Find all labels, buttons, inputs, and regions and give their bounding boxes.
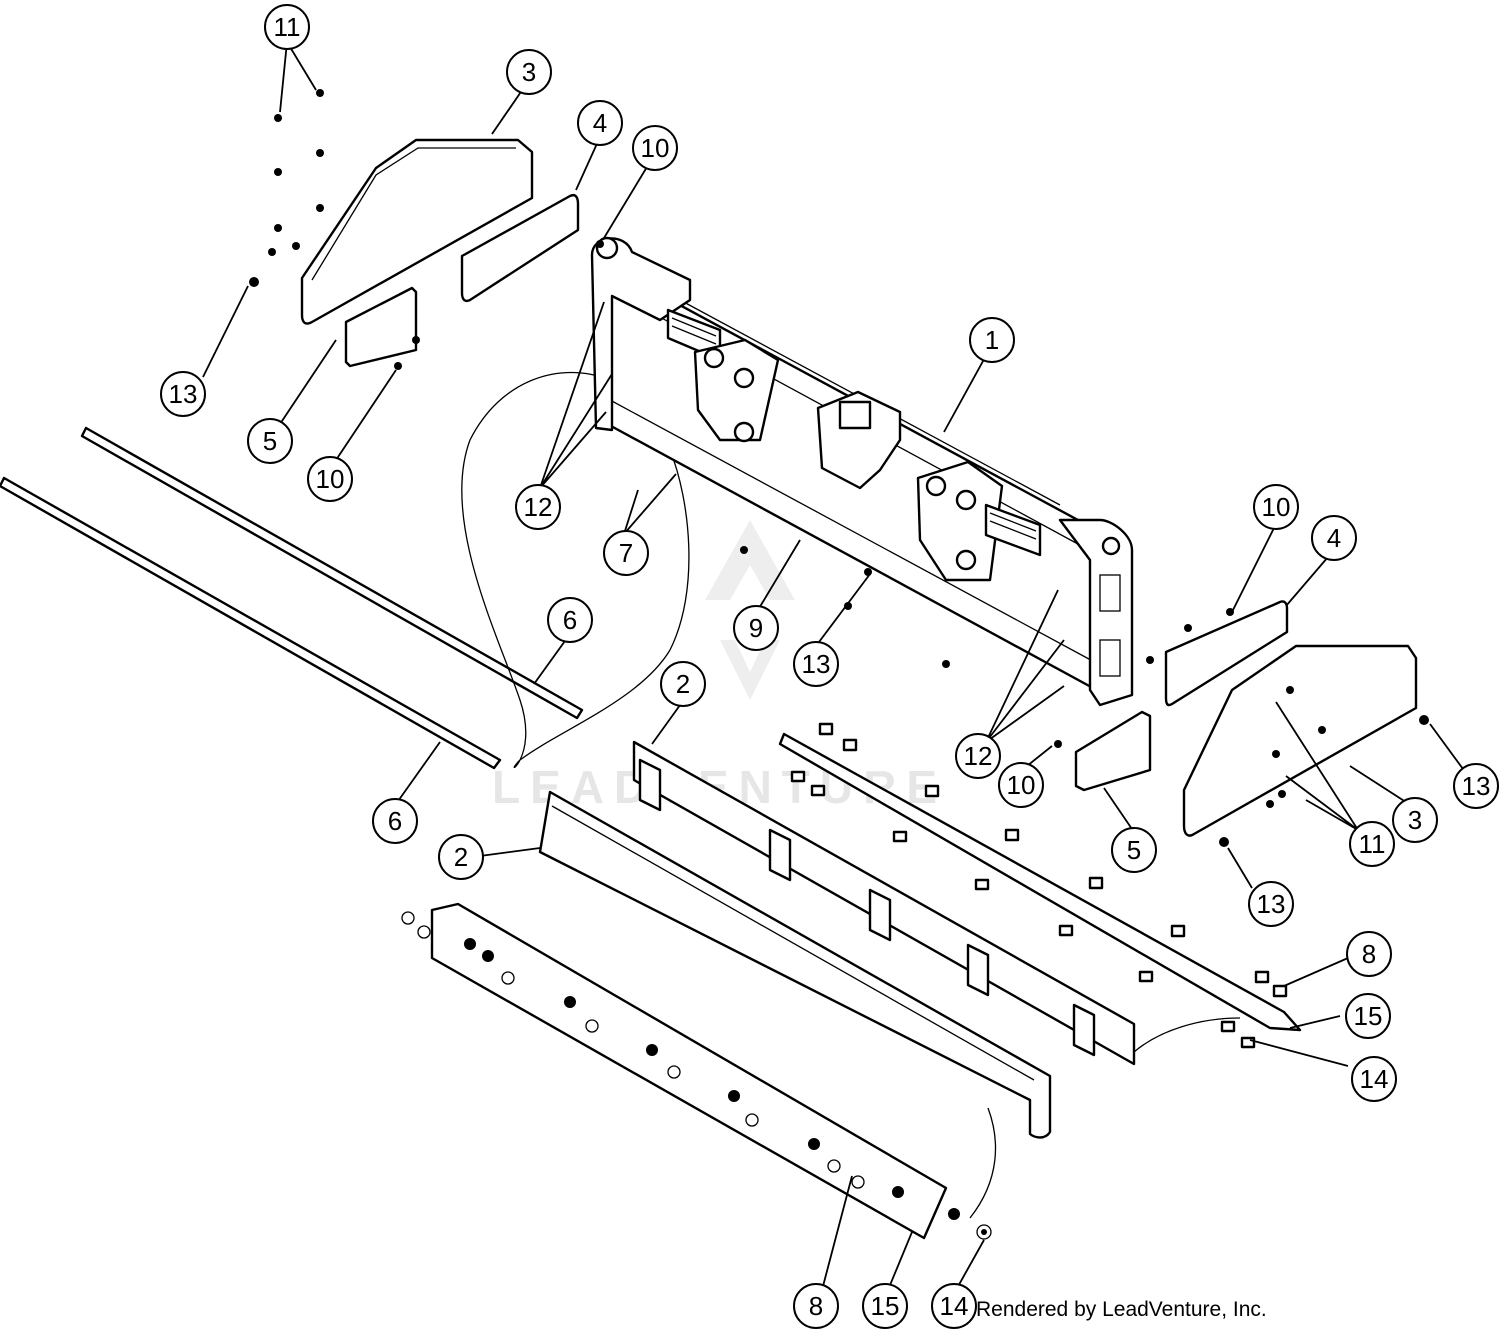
svg-text:10: 10 — [641, 133, 670, 163]
plate-part-4-right — [1164, 600, 1289, 707]
svg-text:14: 14 — [940, 1291, 969, 1321]
svg-text:15: 15 — [1354, 1001, 1383, 1031]
callout-3-right: 3 — [1392, 797, 1438, 843]
callout-5-right: 5 — [1111, 827, 1157, 873]
main-frame-part-1 — [590, 236, 1134, 707]
svg-text:11: 11 — [1359, 829, 1386, 859]
callout-6-upper: 6 — [547, 597, 593, 643]
callout-14-bottom: 14 — [931, 1283, 977, 1329]
callout-14-right: 14 — [1351, 1056, 1397, 1102]
blade-part-2 — [538, 790, 1052, 1139]
rendered-by-credit: Rendered by LeadVenture, Inc. — [976, 1298, 1267, 1321]
hose-part-7 — [461, 372, 690, 769]
svg-text:7: 7 — [619, 538, 633, 568]
svg-text:2: 2 — [676, 669, 690, 699]
callout-11-right: 11 — [1349, 821, 1395, 867]
svg-text:12: 12 — [524, 492, 553, 522]
svg-text:13: 13 — [169, 379, 198, 409]
callout-2-upper: 2 — [660, 661, 706, 707]
callout-9: 9 — [733, 605, 779, 651]
svg-text:11: 11 — [274, 12, 301, 42]
svg-text:8: 8 — [809, 1291, 823, 1321]
plate-part-4-left — [460, 193, 580, 303]
svg-text:4: 4 — [593, 108, 607, 138]
blade-strip-upper — [778, 732, 1302, 1032]
callout-3-top-left: 3 — [506, 49, 552, 95]
callout-12-right: 12 — [955, 733, 1001, 779]
callout-1: 1 — [969, 317, 1015, 363]
svg-text:9: 9 — [749, 613, 763, 643]
callout-6-lower: 6 — [372, 798, 418, 844]
svg-text:5: 5 — [1127, 835, 1141, 865]
plate-part-5-left — [344, 286, 418, 368]
callout-4-top-left: 4 — [577, 100, 623, 146]
callout-13-bottom-right: 13 — [1248, 881, 1294, 927]
callout-8-bottom: 8 — [793, 1283, 839, 1329]
hose-lower — [969, 1107, 997, 1219]
bracket-part-2 — [632, 740, 1136, 1066]
hose-right — [1133, 1017, 1241, 1053]
callout-7: 7 — [603, 530, 649, 576]
svg-text:10: 10 — [1262, 492, 1291, 522]
svg-text:5: 5 — [263, 426, 277, 456]
callout-10-left: 10 — [307, 456, 353, 502]
callout-4-right: 4 — [1311, 515, 1357, 561]
svg-text:6: 6 — [388, 806, 402, 836]
svg-text:12: 12 — [964, 741, 993, 771]
callout-12-left: 12 — [515, 484, 561, 530]
callout-8-right: 8 — [1346, 931, 1392, 977]
callout-13-far-right: 13 — [1453, 763, 1499, 809]
callout-10-right-top: 10 — [1253, 484, 1299, 530]
svg-text:1: 1 — [985, 325, 999, 355]
hardware-fasteners — [249, 89, 1429, 1240]
callout-10-top: 10 — [632, 125, 678, 171]
svg-text:13: 13 — [1462, 771, 1491, 801]
callout-2-lower: 2 — [438, 834, 484, 880]
end-plate-part-3-left — [300, 138, 534, 325]
svg-text:4: 4 — [1327, 523, 1341, 553]
svg-text:2: 2 — [454, 842, 468, 872]
svg-text:13: 13 — [1257, 889, 1286, 919]
callout-15-bottom: 15 — [862, 1283, 908, 1329]
rod-part-6 — [0, 426, 584, 770]
svg-text:3: 3 — [522, 57, 536, 87]
callout-10-right: 10 — [998, 762, 1044, 808]
cutting-edge-part-15 — [430, 902, 948, 1240]
callout-11-top: 11 — [264, 4, 310, 50]
callout-5-left: 5 — [247, 418, 293, 464]
svg-text:14: 14 — [1360, 1064, 1389, 1094]
plate-part-5-right — [1074, 710, 1152, 792]
svg-text:10: 10 — [1007, 770, 1036, 800]
svg-text:13: 13 — [802, 649, 831, 679]
callout-15-right: 15 — [1345, 993, 1391, 1039]
svg-text:10: 10 — [316, 464, 345, 494]
svg-text:6: 6 — [563, 605, 577, 635]
svg-text:15: 15 — [871, 1291, 900, 1321]
svg-text:3: 3 — [1408, 805, 1422, 835]
callout-13-left: 13 — [160, 371, 206, 417]
callout-13-center: 13 — [793, 641, 839, 687]
svg-text:8: 8 — [1362, 939, 1376, 969]
